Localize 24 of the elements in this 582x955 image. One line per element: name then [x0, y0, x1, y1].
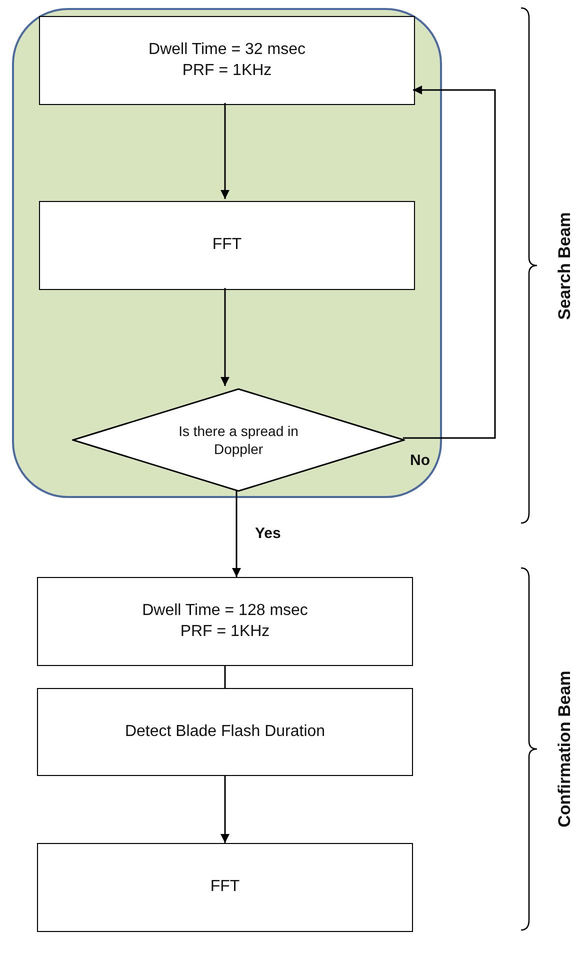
node-text: PRF = 1KHz: [180, 622, 270, 642]
node-text: Detect Blade Flash Duration: [124, 722, 326, 742]
group-panel: [12, 8, 442, 498]
process-box: [37, 843, 413, 932]
process-box: [39, 201, 415, 290]
node-text: FFT: [210, 877, 240, 898]
node-text: FFT: [212, 235, 242, 256]
process-box: [39, 16, 415, 105]
arrow: [220, 776, 230, 843]
process-box: [37, 577, 413, 666]
arrow: [403, 86, 496, 439]
arrow: [232, 490, 241, 577]
node-text: Dwell Time = 32 msec: [148, 40, 306, 60]
process-box: [37, 688, 413, 776]
section-label: Search Beam: [555, 212, 575, 320]
node-text: Dwell Time = 128 msec: [142, 600, 308, 621]
node-text: PRF = 1KHz: [182, 60, 272, 80]
edge-label: Yes: [255, 525, 281, 542]
decision-diamond: [72, 388, 405, 492]
node-text: Is there a spread in Doppler: [178, 422, 300, 458]
edge-label: No: [410, 452, 430, 469]
section-label: Confirmation Beam: [555, 670, 575, 828]
arrow: [220, 288, 230, 386]
arrow: [220, 103, 230, 199]
